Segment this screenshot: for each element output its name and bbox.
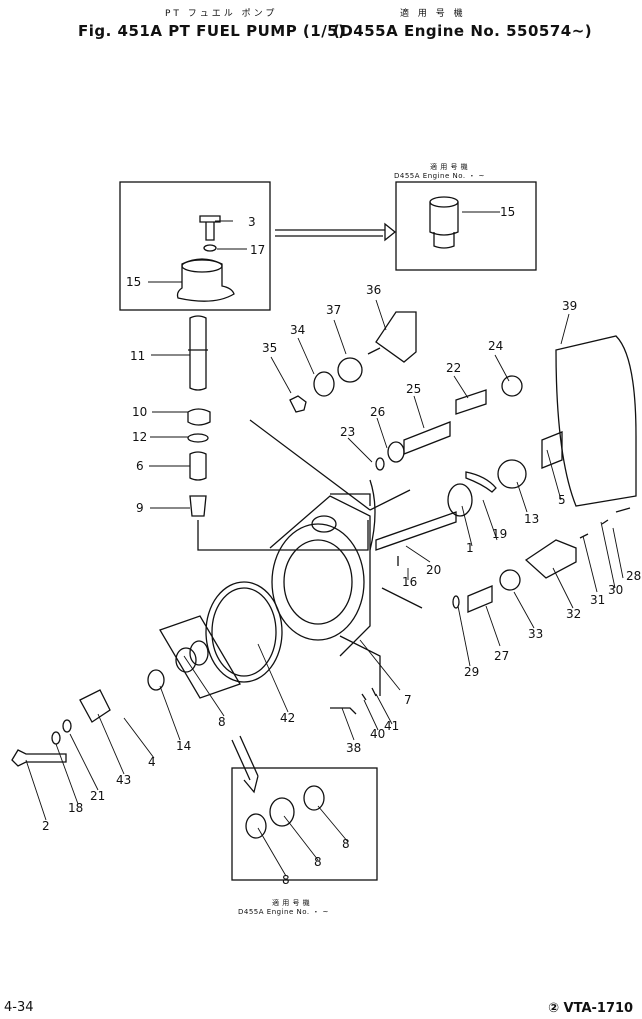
pump-body	[249, 419, 411, 657]
shaft-column	[187, 315, 369, 551]
callout-label-5: 5	[558, 493, 566, 507]
callout-label-21: 21	[90, 789, 105, 803]
callout-label-26: 26	[370, 405, 385, 419]
callout-label-30: 30	[608, 583, 623, 597]
callout-label-4: 4	[148, 755, 156, 769]
callout-label-43: 43	[116, 773, 131, 787]
callout-label-42: 42	[280, 711, 295, 725]
callout-label-14: 14	[176, 739, 191, 753]
callout-label-3: 3	[248, 215, 256, 229]
callout-label-29: 29	[464, 665, 479, 679]
callout-label-28: 28	[626, 569, 641, 583]
cover-part	[176, 258, 235, 302]
inset-frame	[395, 181, 537, 271]
callout-label-41: 41	[384, 719, 399, 733]
callout-label-11: 11	[130, 349, 145, 363]
callout-label-40: 40	[370, 727, 385, 741]
inset-bottom-applicable-line: D455A Engine No. ・ ~	[238, 908, 329, 916]
callout-label-15: 15	[126, 275, 141, 289]
callout-label-27: 27	[494, 649, 509, 663]
callout-label-8: 8	[282, 873, 290, 887]
callout-label-35: 35	[262, 341, 277, 355]
right-cluster-parts	[289, 311, 637, 715]
inset-box-top-right	[395, 181, 537, 271]
callout-label-2: 2	[42, 819, 50, 833]
arrow-to-bottom-inset	[231, 735, 259, 794]
callout-label-22: 22	[446, 361, 461, 375]
callout-label-1: 1	[466, 541, 474, 555]
callout-leaders	[25, 211, 624, 877]
inset-frame	[119, 181, 271, 311]
callout-label-13: 13	[524, 512, 539, 526]
cover-top	[181, 259, 223, 273]
callout-label-9: 9	[136, 501, 144, 515]
inset-box-top-left	[119, 181, 271, 311]
applicable-engine-title: (D455A Engine No. 550574~)	[333, 22, 593, 40]
front-parts	[11, 615, 241, 767]
callout-label-18: 18	[68, 801, 83, 815]
page-title: Fig. 451A PT FUEL PUMP (1/5)	[78, 22, 346, 40]
callout-label-39: 39	[562, 299, 577, 313]
washer-part	[203, 244, 217, 252]
header-jp-left: PT フュエル ポンプ	[165, 9, 278, 19]
callout-label-8: 8	[342, 837, 350, 851]
callout-label-8: 8	[218, 715, 226, 729]
arrow-to-inset	[275, 222, 397, 242]
gasket-42	[205, 581, 283, 683]
callout-labels: 1234567888891011121314151516171819202122…	[42, 205, 641, 887]
callout-label-38: 38	[346, 741, 361, 755]
callout-label-36: 36	[366, 283, 381, 297]
inset-top-applicable-jp: 適 用 号 機	[430, 163, 469, 171]
callout-label-17: 17	[250, 243, 265, 257]
callout-label-7: 7	[404, 693, 412, 707]
callout-label-16: 16	[402, 575, 417, 589]
callout-label-32: 32	[566, 607, 581, 621]
callout-label-34: 34	[290, 323, 305, 337]
callout-label-37: 37	[326, 303, 341, 317]
callout-label-12: 12	[132, 430, 147, 444]
bolt-part	[199, 215, 221, 241]
header-jp-right: 適 用 号 機	[400, 9, 466, 19]
callout-label-15: 15	[500, 205, 515, 219]
callout-label-31: 31	[590, 593, 605, 607]
callout-label-8: 8	[314, 855, 322, 869]
callout-label-20: 20	[426, 563, 441, 577]
callout-label-19: 19	[492, 527, 507, 541]
callout-label-33: 33	[528, 627, 543, 641]
page-number: 4-34	[4, 1000, 34, 1015]
document-code: ② VTA-1710	[548, 1001, 634, 1016]
inset-bottom-applicable-jp: 適 用 号 機	[272, 899, 311, 907]
callout-label-6: 6	[136, 459, 144, 473]
inset-top-applicable-line: D455A Engine No. ・ ~	[394, 172, 485, 180]
callout-label-10: 10	[132, 405, 147, 419]
callout-label-24: 24	[488, 339, 503, 353]
callout-label-25: 25	[406, 382, 421, 396]
callout-label-23: 23	[340, 425, 355, 439]
inset-box-bottom	[231, 767, 378, 881]
